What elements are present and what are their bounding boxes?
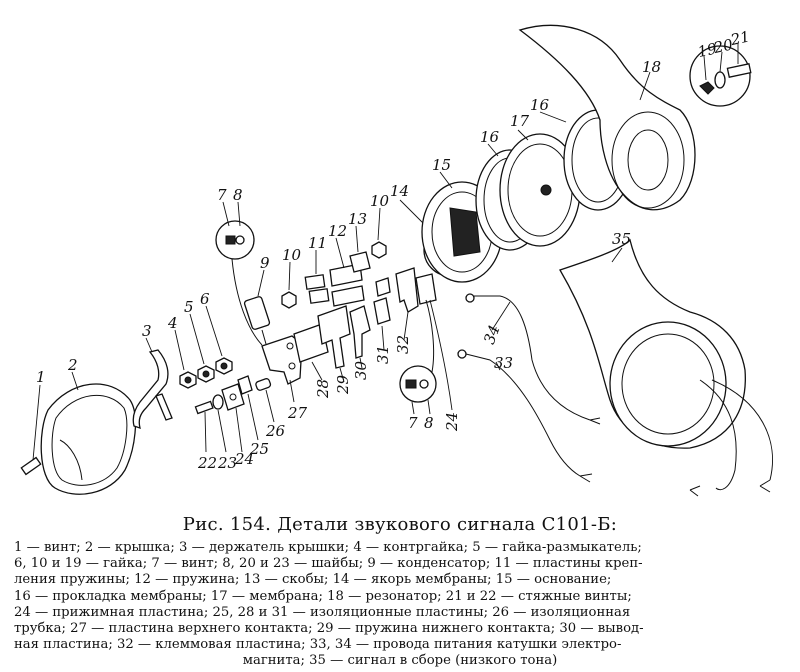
brackets-part (349, 225, 391, 297)
terminal-plate-part (395, 267, 437, 341)
caption-line: 1 — винт; 2 — крышка; 3 — держатель крыш… (14, 540, 642, 555)
nut-10-part (281, 261, 297, 309)
caption-legend: 1 — винт; 2 — крышка; 3 — держатель крыш… (14, 540, 786, 670)
label-21: 21 (728, 27, 751, 49)
label-14: 14 (390, 182, 409, 200)
part-number-labels: 1 2 3 4 5 6 7 8 9 10 11 12 13 10 14 15 1… (36, 27, 751, 472)
caption-line: 6, 10 и 19 — гайка; 7 — винт; 8, 20 и 23… (14, 556, 643, 572)
label-17: 17 (510, 112, 530, 130)
clamp-plate-24-part (221, 383, 245, 453)
caption-line: ная пластина; 32 — клеммовая пластина; 3… (14, 637, 622, 653)
label-28: 28 (314, 379, 332, 399)
spring-part (329, 237, 365, 307)
locknut-part (174, 329, 197, 389)
label-29: 29 (334, 374, 352, 395)
label-3: 3 (142, 322, 152, 340)
caption-title: Рис. 154. Детали звукового сигнала С101-… (182, 514, 618, 535)
assembled-signal-part (559, 238, 774, 497)
insulating-plate-31-part (373, 297, 391, 351)
label-32: 32 (394, 335, 412, 354)
label-30: 30 (352, 360, 370, 380)
label-5: 5 (184, 298, 194, 316)
label-24-left: 24 (234, 450, 254, 468)
caption-line: 24 — прижимная пластина; 25, 28 и 31 — и… (14, 604, 631, 620)
nut-6-part (205, 305, 233, 375)
label-27: 27 (287, 404, 308, 422)
insulating-plate-28-part (293, 323, 329, 381)
label-6: 6 (200, 290, 210, 308)
wire-33-part (457, 349, 593, 483)
label-31: 31 (374, 345, 392, 364)
label-10-right: 10 (370, 192, 390, 210)
label-24-right: 24 (443, 412, 461, 432)
label-25: 25 (249, 440, 269, 458)
label-4: 4 (167, 314, 178, 332)
label-7-upper: 7 (217, 186, 227, 204)
label-7-lower: 7 (408, 414, 418, 432)
label-10-left: 10 (282, 246, 302, 264)
condenser-part (243, 269, 271, 345)
label-33: 33 (494, 354, 513, 372)
screw-washer-detail-lower (399, 299, 437, 415)
label-16-right: 16 (530, 96, 550, 114)
label-26: 26 (265, 422, 286, 440)
label-19: 19 (696, 39, 719, 61)
label-13: 13 (348, 210, 367, 228)
lower-contact-spring-part (317, 305, 351, 383)
caption-line: ления пружины; 12 — пружина; 13 — скобы;… (14, 572, 612, 588)
resonator-part (518, 24, 696, 211)
label-11: 11 (308, 234, 327, 252)
label-16-left: 16 (480, 128, 500, 146)
label-1: 1 (36, 368, 46, 386)
upper-contact-plate-part (261, 335, 303, 403)
cover-part (40, 371, 137, 495)
label-2: 2 (67, 356, 78, 374)
exploded-view-drawing: 1 2 3 4 5 6 7 8 9 10 11 12 13 10 14 15 1… (20, 24, 774, 497)
label-12: 12 (328, 222, 347, 240)
cover-holder-part (132, 337, 173, 429)
label-8-upper: 8 (233, 186, 243, 204)
screw-washer-detail-upper (215, 201, 263, 346)
insulating-plate-25-part (237, 375, 259, 441)
label-8-lower: 8 (424, 414, 434, 432)
screw-nut-washer-detail (689, 44, 752, 107)
label-20: 20 (711, 35, 735, 57)
breaker-nut-part (189, 313, 215, 383)
output-plate-part (349, 305, 371, 369)
figure-caption: Рис. 154. Детали звукового сигнала С101-… (0, 512, 800, 672)
spring-mount-plates-part (304, 250, 330, 304)
clamp-plate-24b-leader (429, 299, 453, 411)
nut-10b-part (371, 207, 387, 259)
label-9: 9 (260, 254, 270, 272)
label-22: 22 (197, 454, 217, 472)
wire-34-part (465, 293, 601, 425)
screw-part (20, 384, 42, 476)
label-15: 15 (432, 156, 451, 174)
label-23: 23 (217, 454, 237, 472)
caption-line: трубка; 27 — пластина верхнего контакта;… (14, 621, 644, 637)
insulating-tube-26-part (255, 378, 275, 423)
label-35: 35 (612, 230, 631, 248)
washer-23-part (212, 394, 227, 453)
label-34: 34 (480, 323, 503, 347)
caption-line: магнита; 35 — сигнал в сборе (низкого то… (242, 653, 558, 669)
screw-22-part (194, 400, 214, 453)
caption-line: 16 — прокладка мембраны; 17 — мембрана; … (14, 588, 632, 604)
label-18: 18 (642, 58, 661, 76)
